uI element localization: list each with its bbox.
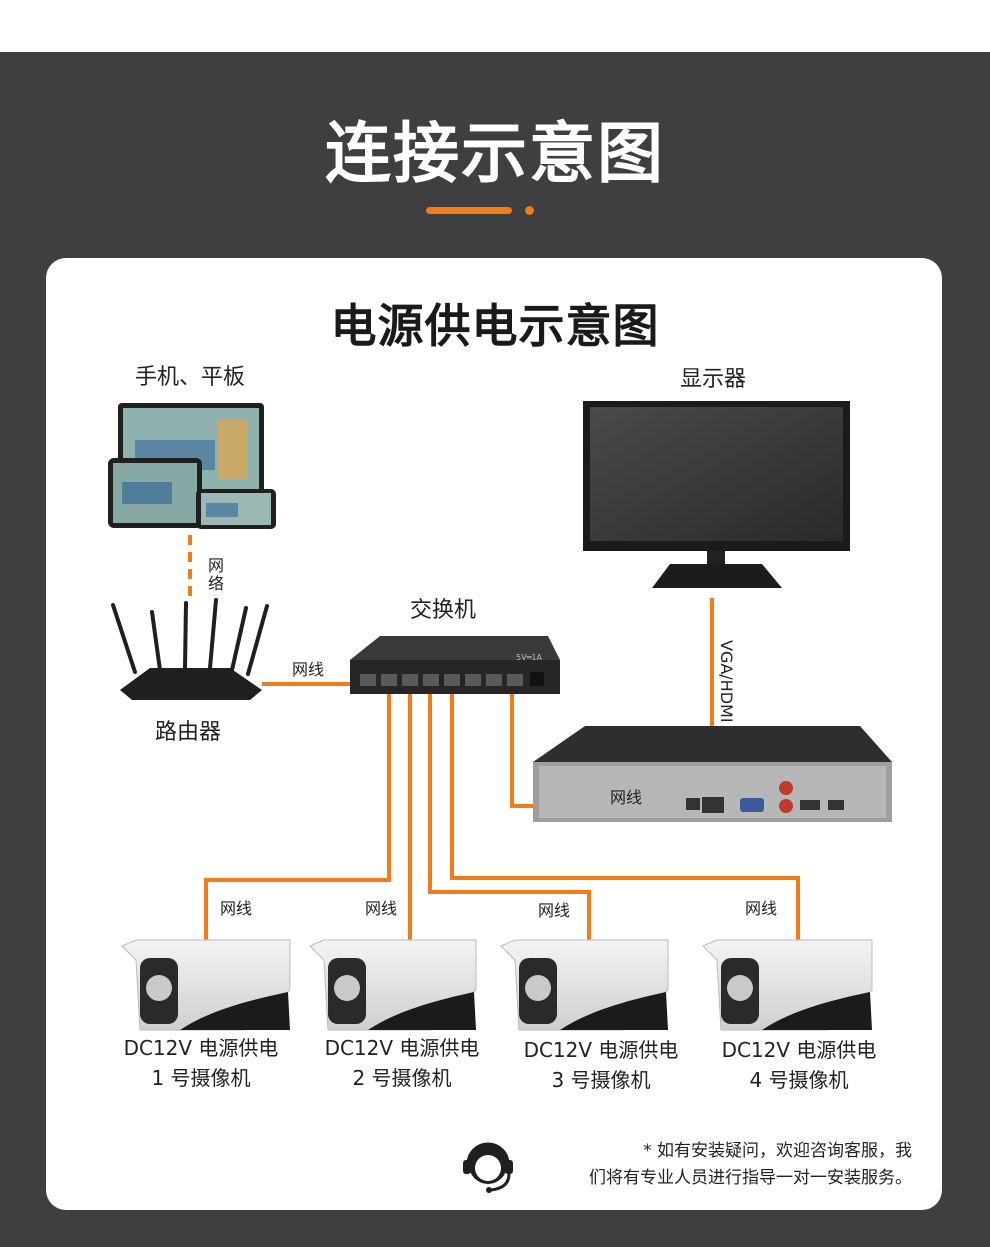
title-underline-dot: [525, 206, 534, 215]
camera-2-icon: [309, 939, 477, 1031]
camera-1-caption: DC12V 电源供电 1 号摄像机: [106, 1033, 296, 1093]
camera-1-name: 1 号摄像机: [151, 1066, 251, 1090]
camera-4-power: DC12V 电源供电: [721, 1038, 877, 1062]
network-label-1: 网: [208, 556, 225, 575]
camera-4-name: 4 号摄像机: [749, 1068, 849, 1092]
nvr-cable-label: 网线: [610, 788, 643, 807]
camera-3-caption: DC12V 电源供电 3 号摄像机: [506, 1035, 696, 1095]
support-note-line-1: * 如有安装疑问，欢迎咨询客服，我: [643, 1141, 912, 1161]
camera-1-cable-label: 网线: [220, 899, 253, 918]
support-note-line-2: 们将有专业人员进行指导一对一安装服务。: [589, 1168, 912, 1188]
camera-4-icon: [702, 939, 873, 1031]
title-underline: [426, 207, 512, 214]
camera-3-icon: [500, 939, 669, 1031]
camera-3-name: 3 号摄像机: [551, 1068, 651, 1092]
switch-power-mark: 5V═1A: [516, 653, 542, 662]
tablet-phone-icon: [108, 403, 276, 529]
camera3-cable: [428, 686, 591, 940]
monitor-icon: [583, 401, 850, 588]
vga-hdmi-label: VGA/HDMI: [717, 640, 736, 723]
devices-label: 手机、平板: [135, 365, 246, 390]
cable-lines: [204, 598, 800, 940]
camera-2-name: 2 号摄像机: [352, 1066, 452, 1090]
support-headset-icon: [463, 1142, 513, 1193]
nvr-recorder-icon: [533, 726, 892, 822]
camera-3-cable-label: 网线: [538, 901, 571, 920]
switch-icon: [350, 636, 560, 694]
camera-1-power: DC12V 电源供电: [123, 1036, 279, 1060]
diagram-title: 电源供电示意图: [330, 299, 660, 353]
monitor-label: 显示器: [680, 367, 747, 392]
camera-2-caption: DC12V 电源供电 2 号摄像机: [307, 1033, 497, 1093]
camera-4-cable-label: 网线: [745, 899, 778, 918]
page-title: 连接示意图: [325, 115, 665, 192]
router-cable-label: 网线: [292, 660, 325, 679]
switch-label: 交换机: [410, 598, 477, 623]
network-label-2: 络: [208, 574, 225, 593]
support-note: * 如有安装疑问，欢迎咨询客服，我 们将有专业人员进行指导一对一安装服务。: [520, 1138, 912, 1192]
camera-3-power: DC12V 电源供电: [523, 1038, 679, 1062]
camera-4-caption: DC12V 电源供电 4 号摄像机: [704, 1035, 894, 1095]
camera1-cable: [204, 686, 391, 940]
router-icon: [111, 598, 269, 700]
camera4-cable: [450, 686, 800, 940]
camera-2-power: DC12V 电源供电: [324, 1036, 480, 1060]
camera-1-icon: [121, 939, 291, 1031]
camera-2-cable-label: 网线: [365, 899, 398, 918]
router-label: 路由器: [155, 720, 222, 745]
